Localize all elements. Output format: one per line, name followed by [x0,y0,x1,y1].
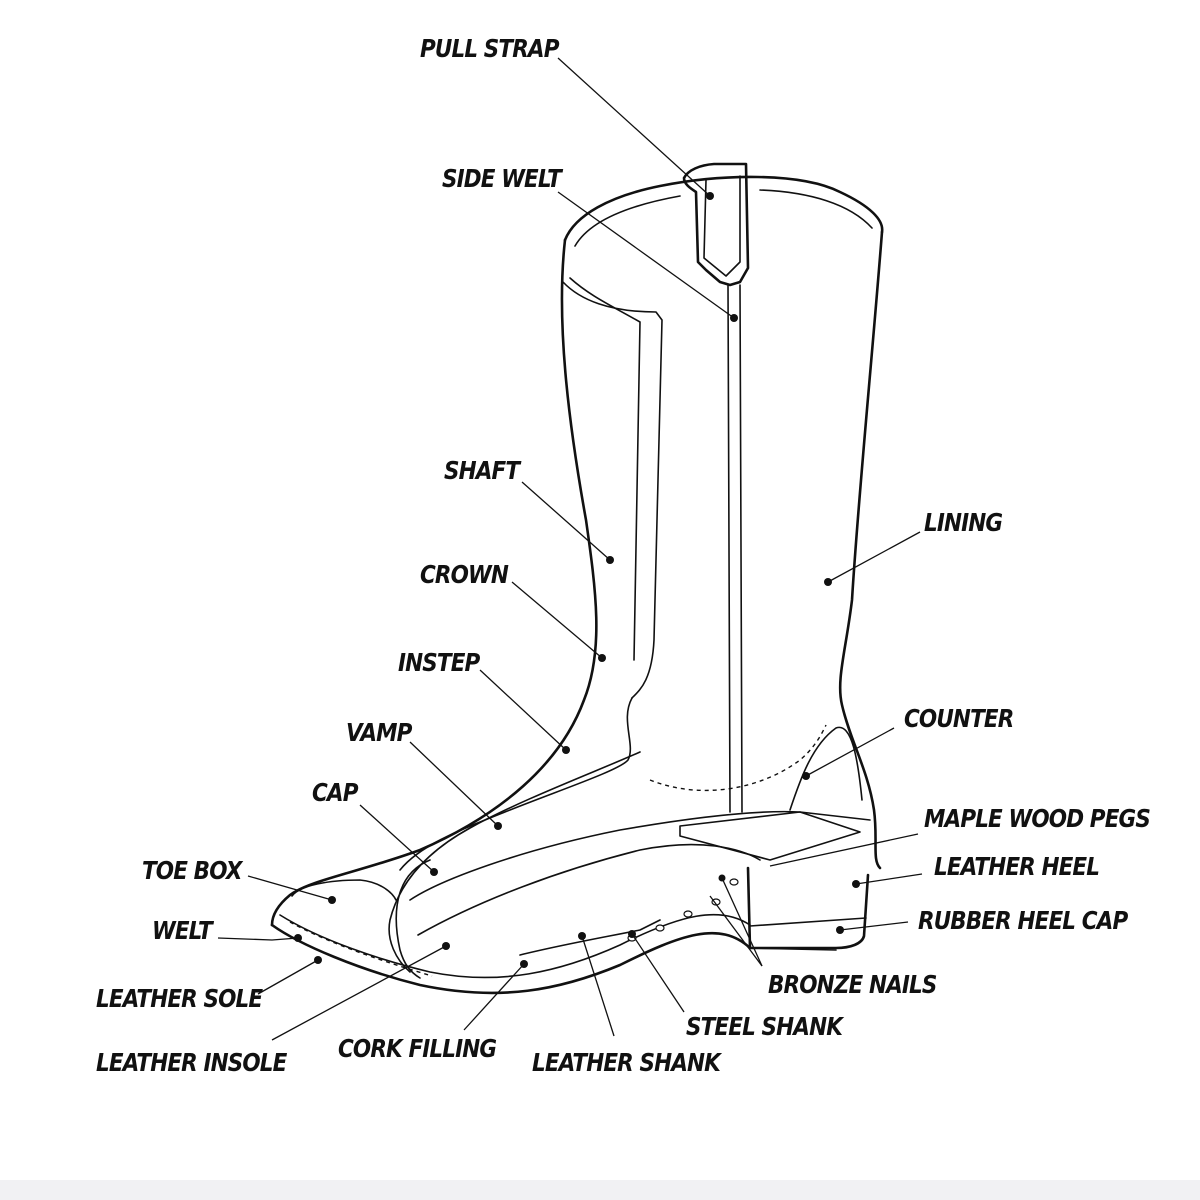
shaft-top-opening [563,175,884,242]
dot-crown [598,654,606,662]
nail-hole [683,910,693,918]
dot-toe-box [328,896,336,904]
counter-panel [789,726,863,811]
side-welt-seam [727,284,743,813]
label-crown: CROWN [420,560,509,589]
leader-counter [805,727,895,777]
insole-plate [679,811,861,861]
insole-line [409,810,871,901]
dot-vamp [494,822,502,830]
label-steel-shank: STEEL SHANK [686,1012,843,1041]
shaft-side-panel-inner [569,277,641,661]
leader-dots [294,192,860,968]
nail-hole [729,878,739,886]
shaft-inner-rim [574,189,873,247]
floor-strip [0,1180,1200,1200]
label-side-welt: SIDE WELT [442,164,562,193]
label-cork-filling: CORK FILLING [338,1034,497,1063]
label-bronze-nails: BRONZE NAILS [768,970,937,999]
label-leather-heel: LEATHER HEEL [934,852,1100,881]
sole-top-line [279,913,751,979]
shank-plate [519,919,661,956]
leader-crown [511,581,603,659]
leader-rubber-heel-cap [839,921,909,931]
dot-leather-shank [578,932,586,940]
label-welt: WELT [152,916,213,945]
leader-cork-filling [463,963,525,1031]
dot-cork-filling [520,960,528,968]
dot-leather-insole [442,942,450,950]
label-toe-box: TOE BOX [142,856,242,885]
crown-curve [399,697,633,871]
leader-steel-shank [631,933,685,1013]
label-leather-sole: LEATHER SOLE [96,984,263,1013]
label-cap: CAP [312,778,358,807]
label-leather-shank: LEATHER SHANK [532,1048,721,1077]
shaft-back-edge [838,230,884,870]
leader-lines [217,57,923,1041]
dot-bronze-nails [718,874,726,882]
pull-strap-inner [703,175,741,277]
heel-cap-line [749,917,867,927]
dot-instep [562,746,570,754]
label-rubber-heel-cap: RUBBER HEEL CAP [918,906,1128,935]
dot-rubber-heel-cap [836,926,844,934]
dot-cap [430,868,438,876]
dot-shaft [606,556,614,564]
dot-lining [824,578,832,586]
leader-leather-insole [271,945,447,1041]
shaft-side-panel [562,281,663,699]
leader-leather-shank [581,935,615,1037]
dot-welt [294,934,302,942]
leader-vamp [409,741,499,827]
leader-cap [359,804,435,873]
label-pull-strap: PULL STRAP [420,34,559,63]
leader-pull-strap [557,57,711,197]
leader-side-welt [557,191,735,319]
bronze-nail-holes [627,878,739,942]
toe-box-line [291,879,397,901]
sole-stitch [289,921,433,977]
label-counter: COUNTER [904,704,1014,733]
vamp-curve [388,751,641,973]
shank-line [417,843,761,936]
leader-maple-wood-pegs [769,833,919,867]
dot-pull-strap [706,192,714,200]
dot-counter [802,772,810,780]
leader-welt [217,937,299,941]
dot-leather-sole [314,956,322,964]
leader-toe-box [247,875,333,901]
label-shaft: SHAFT [444,456,520,485]
dot-side-welt [730,314,738,322]
leader-shaft [521,481,611,561]
pull-strap [682,162,750,287]
heel-block [746,866,870,950]
cap-line [395,859,431,979]
boot-outline [270,175,884,995]
label-vamp: VAMP [346,718,412,747]
leader-instep [479,669,567,751]
sole-bottom [270,923,752,995]
counter-stitch [649,724,827,792]
leader-bronze-nails [721,877,763,967]
dot-steel-shank [628,930,636,938]
label-maple-wood-pegs: MAPLE WOOD PEGS [924,804,1151,833]
label-lining: LINING [924,508,1003,537]
nail-hole [655,924,665,932]
leader-leather-heel [855,873,923,885]
leader-bronze-nails-2 [709,895,763,967]
label-leather-insole: LEATHER INSOLE [96,1048,287,1077]
pull-strap-shape [682,162,750,287]
heel-base [749,947,837,951]
label-instep: INSTEP [398,648,480,677]
dot-leather-heel [852,880,860,888]
leader-lining [827,531,921,583]
leader-leather-sole [257,959,319,995]
